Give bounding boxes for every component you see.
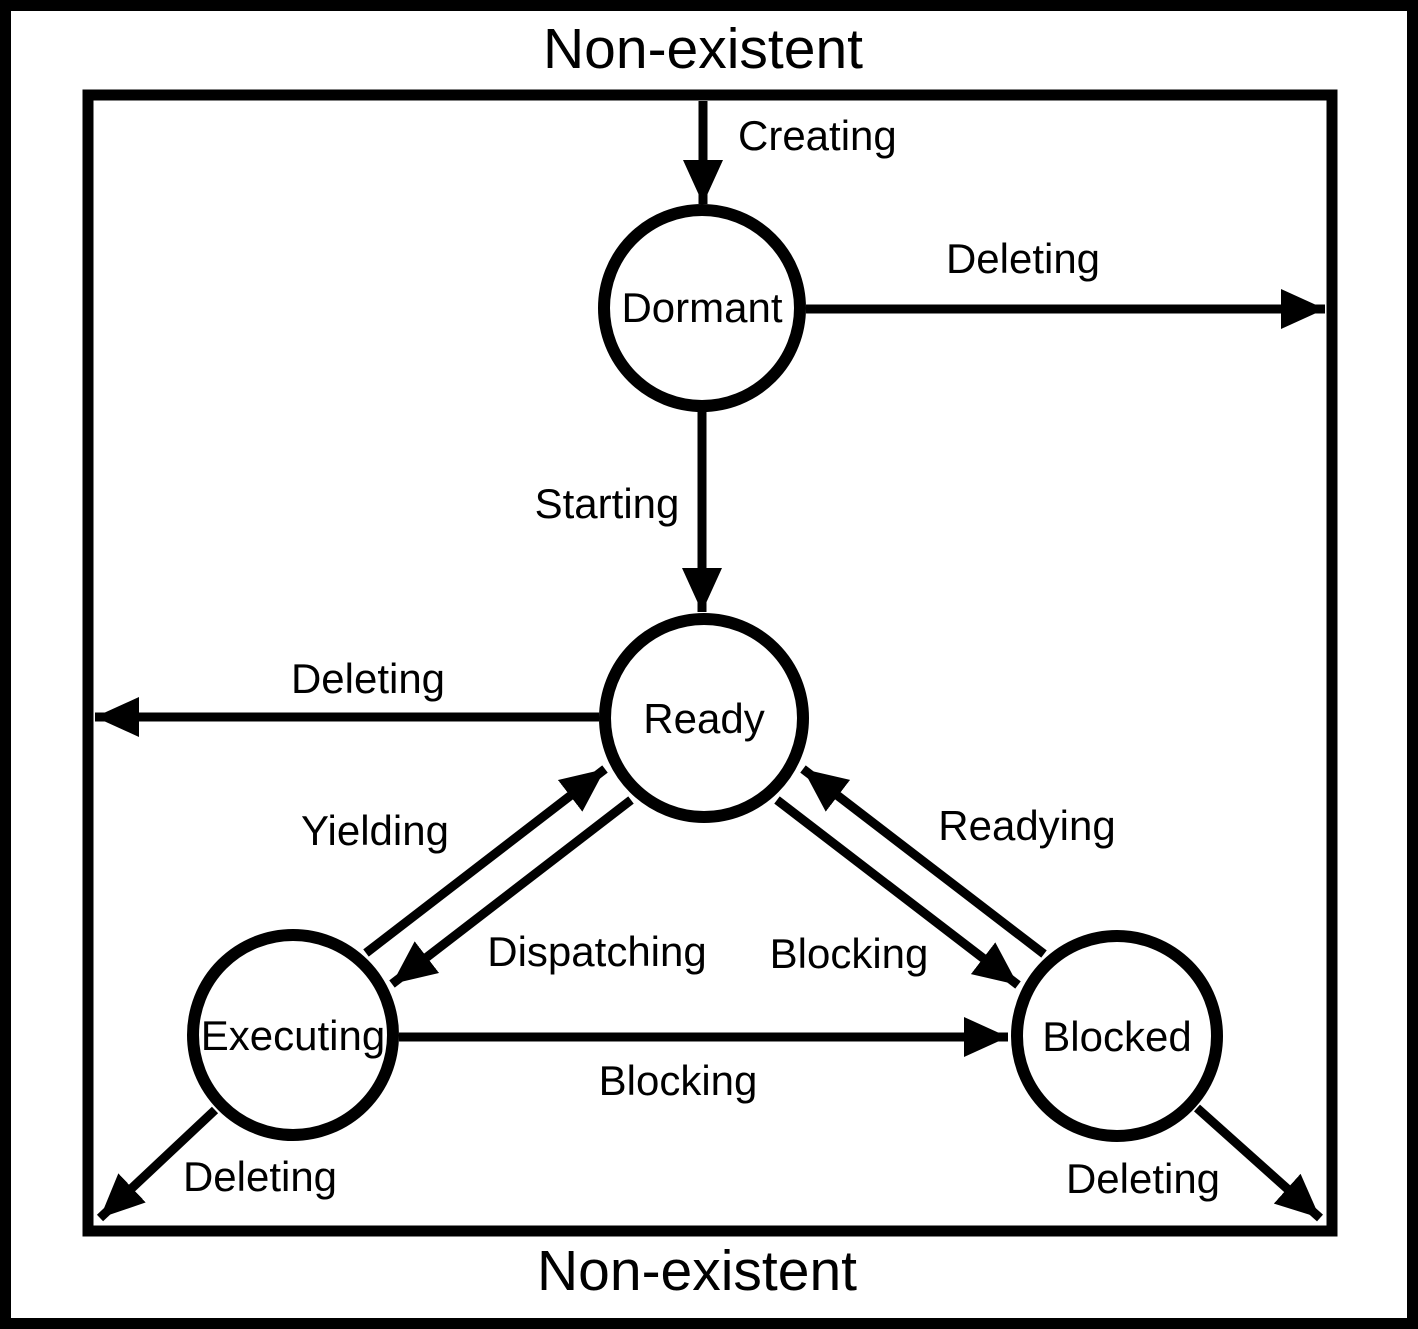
- transition-label-creating: Creating: [738, 112, 897, 159]
- state-label-dormant: Dormant: [621, 284, 782, 331]
- transition-arrow-yielding: [363, 765, 608, 957]
- transition-label-deleting-from-dormant: Deleting: [946, 235, 1100, 282]
- state-circle-ready: [599, 613, 809, 823]
- transition-label-starting: Starting: [535, 480, 680, 527]
- transition-arrow-blocking-ready-to-blocked: [774, 796, 1021, 989]
- transition-label-yielding: Yielding: [301, 807, 449, 854]
- transition-label-dispatching: Dispatching: [487, 928, 706, 975]
- state-label-ready: Ready: [643, 695, 764, 742]
- transition-arrow-dispatching: [389, 796, 634, 988]
- transition-label-deleting-from-ready: Deleting: [291, 655, 445, 702]
- transition-label-blocking-ready-to-blocked: Blocking: [770, 930, 929, 977]
- transition-label-deleting-from-blocked: Deleting: [1066, 1155, 1220, 1202]
- transition-label-readying: Readying: [938, 802, 1115, 849]
- transition-arrow-deleting-from-blocked: [1194, 1104, 1323, 1222]
- transition-arrow-readying: [800, 765, 1047, 958]
- state-circle-executing: [187, 929, 399, 1141]
- state-circle-blocked: [1011, 930, 1223, 1142]
- nonexistent-label-bottom: Non-existent: [537, 1239, 857, 1303]
- state-label-executing: Executing: [201, 1012, 385, 1059]
- transition-arrow-deleting-from-executing: [96, 1106, 219, 1222]
- labels-layer: Non-existent Non-existent Dormant Ready …: [183, 17, 1220, 1303]
- transition-label-blocking-executing-to-blocked: Blocking: [599, 1057, 758, 1104]
- state-label-blocked: Blocked: [1042, 1013, 1191, 1060]
- inner-frame: [82, 89, 1338, 1237]
- nonexistent-label-top: Non-existent: [543, 17, 863, 81]
- state-circle-dormant: [598, 204, 806, 412]
- transition-label-deleting-from-executing: Deleting: [183, 1153, 337, 1200]
